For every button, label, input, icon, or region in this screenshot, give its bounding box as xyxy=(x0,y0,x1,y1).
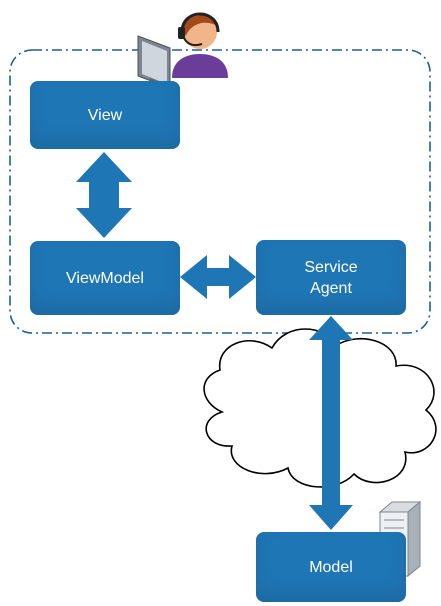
service-agent-label-line1: Service xyxy=(304,258,358,276)
viewmodel-serviceagent-arrow xyxy=(180,255,256,299)
service-agent-node: Service Agent xyxy=(256,240,406,315)
model-label: Model xyxy=(309,558,353,576)
cloud-icon xyxy=(203,328,437,488)
view-label: View xyxy=(87,106,123,124)
view-viewmodel-arrow xyxy=(76,152,132,238)
viewmodel-label: ViewModel xyxy=(66,269,144,287)
service-agent-label-line2: Agent xyxy=(310,279,352,297)
serviceagent-model-arrow xyxy=(309,316,353,530)
service-agent-label: Service Agent xyxy=(304,257,357,299)
client-boundary xyxy=(9,49,431,334)
view-node: View xyxy=(30,81,180,149)
model-node: Model xyxy=(256,532,406,602)
viewmodel-node: ViewModel xyxy=(30,241,180,315)
